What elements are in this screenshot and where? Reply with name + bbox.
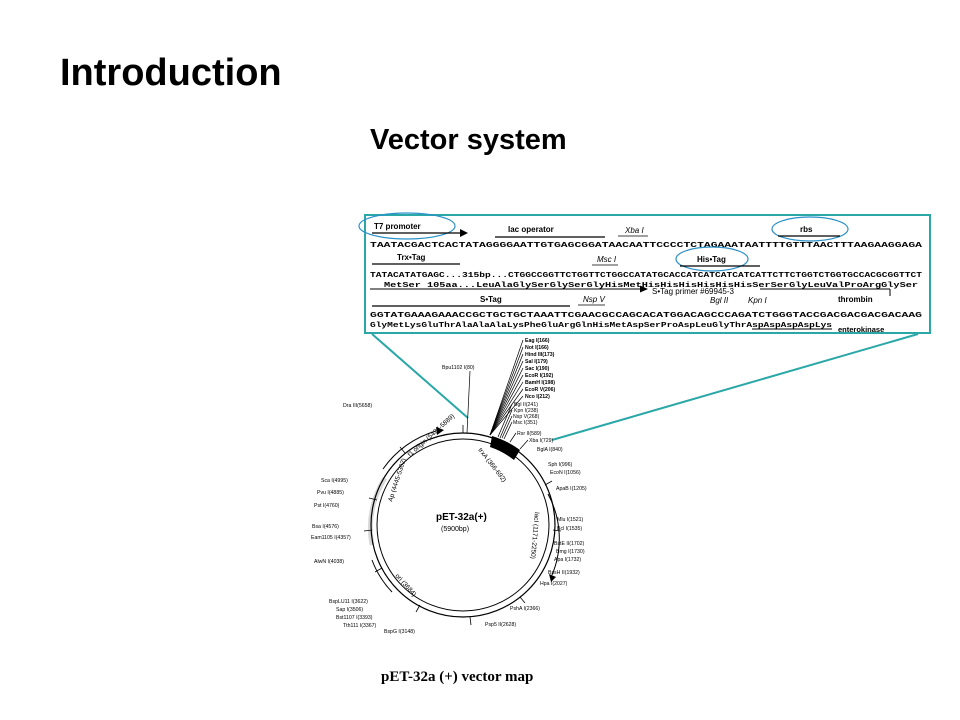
site-label: Sac I(190)	[525, 366, 549, 372]
kpn-label: Kpn I	[748, 296, 767, 305]
site-label: Mlu I(1521)	[557, 517, 584, 523]
amino-acid-line-3: GlyMetLysGluThrAlaAlaAlaLysPheGluArgGlnH…	[370, 322, 833, 330]
f1-origin-label: f1 origin (5434-5889)	[407, 413, 457, 459]
rbs-highlight	[771, 216, 849, 242]
his-tag-highlight	[675, 246, 749, 272]
site-label: Dra III(5658)	[343, 403, 372, 409]
t7-promoter-label: T7 promoter	[374, 222, 421, 231]
site-label: BstE II(1702)	[554, 541, 585, 547]
site-label: Sph I(996)	[548, 462, 572, 468]
site-label: BspLU11 I(3622)	[329, 599, 368, 605]
thrombin-label: thrombin	[838, 295, 873, 304]
site-label: Xba I(729)	[529, 438, 553, 444]
site-label: Pst I(4760)	[314, 503, 340, 509]
ori-label: ori (3684)	[394, 573, 418, 598]
rbs-label: rbs	[800, 225, 813, 234]
site-label: Eag I(166)	[525, 338, 550, 344]
his-tag-label: His•Tag	[697, 255, 726, 264]
sequence-inset-frame	[364, 214, 931, 334]
enterokinase-label: enterokinase	[838, 325, 884, 334]
xba-label: Xba I	[624, 226, 644, 235]
site-label: Kpn I(238)	[514, 408, 538, 414]
site-label: ApaB I(1205)	[556, 486, 587, 492]
site-label: Sal I(179)	[525, 359, 548, 365]
figure-caption: pET-32a (+) vector map	[381, 669, 534, 685]
site-label: EcoN I(1056)	[550, 470, 581, 476]
site-label: EcoR V(206)	[525, 387, 556, 393]
site-label: Msc I(351)	[513, 420, 538, 426]
site-label: Bst1107 I(3393)	[336, 615, 373, 621]
site-label: Hind III(173)	[525, 352, 555, 358]
slide-subtitle: Vector system	[370, 124, 567, 156]
slide-title: Introduction	[60, 52, 282, 94]
site-label: BamH I(198)	[525, 380, 555, 386]
site-label: Psp5 II(2628)	[485, 622, 516, 628]
site-label: BglA I(840)	[537, 447, 563, 453]
t7-promoter-highlight	[358, 212, 456, 240]
site-label: Pvu I(4885)	[317, 490, 344, 496]
site-label: Sca I(4995)	[321, 478, 348, 484]
plasmid-name: pET-32a(+)	[436, 512, 487, 523]
msc-label: Msc I	[597, 255, 617, 264]
lac-operator-label: lac operator	[508, 225, 554, 234]
amino-acid-line-2: MetSer 105aa...LeuAlaGlySerGlySerGlyHisM…	[384, 282, 919, 290]
site-label: Sap I(3506)	[336, 607, 363, 613]
site-label: Bsa I(4576)	[312, 524, 339, 530]
site-label: Bpu1102 I(80)	[442, 365, 475, 371]
connector-left	[371, 333, 469, 419]
sequence-line-2: TATACATATGAGC...315bp...CTGGCCGGTTCTGGTT…	[370, 272, 923, 280]
site-label: Eam1105 I(4357)	[311, 535, 351, 541]
laci-label: lacI (1171-2250)	[529, 512, 540, 559]
s-tag-label: S•Tag	[480, 295, 502, 304]
plasmid-size: (5900bp)	[441, 526, 469, 533]
bgl-label: Bgl II	[710, 296, 729, 305]
site-label: Not I(166)	[525, 345, 549, 351]
s-tag-primer-label: S•Tag primer #69945-3	[652, 287, 735, 296]
site-label: EcoR I(192)	[525, 373, 554, 379]
ap-label: Ap (4445-5302)	[387, 457, 408, 502]
site-label: Bcl I(1535)	[557, 526, 582, 532]
trx-tag-label: Trx•Tag	[397, 253, 426, 262]
connector-right	[551, 333, 919, 441]
plasmid-map	[363, 339, 562, 626]
site-label: Apa I(1732)	[554, 557, 581, 563]
site-label: PshA I(2366)	[510, 606, 540, 612]
site-label: AlwN I(4038)	[314, 559, 344, 565]
site-label: BssH II(1932)	[548, 570, 580, 576]
site-label: Nsp V(268)	[513, 414, 540, 420]
site-label: Rsr II(589)	[517, 431, 542, 437]
site-label: BspG I(3148)	[384, 629, 415, 635]
sequence-line-1: TAATACGACTCACTATAGGGGAATTGTGAGCGGATAACAA…	[370, 242, 923, 250]
sequence-line-3: GGTATGAAAGAAACCGCTGCTGCTAAATTCGAACGCCAGC…	[370, 312, 923, 320]
site-label: Hpa I(2027)	[540, 581, 568, 587]
site-label: Bmg I(1730)	[556, 549, 585, 555]
site-label: Tth111 I(3367)	[343, 623, 377, 629]
site-label: Bgl II(241)	[514, 402, 538, 408]
site-label: Nco I(212)	[525, 394, 550, 400]
nsp-label: Nsp V	[583, 295, 605, 304]
